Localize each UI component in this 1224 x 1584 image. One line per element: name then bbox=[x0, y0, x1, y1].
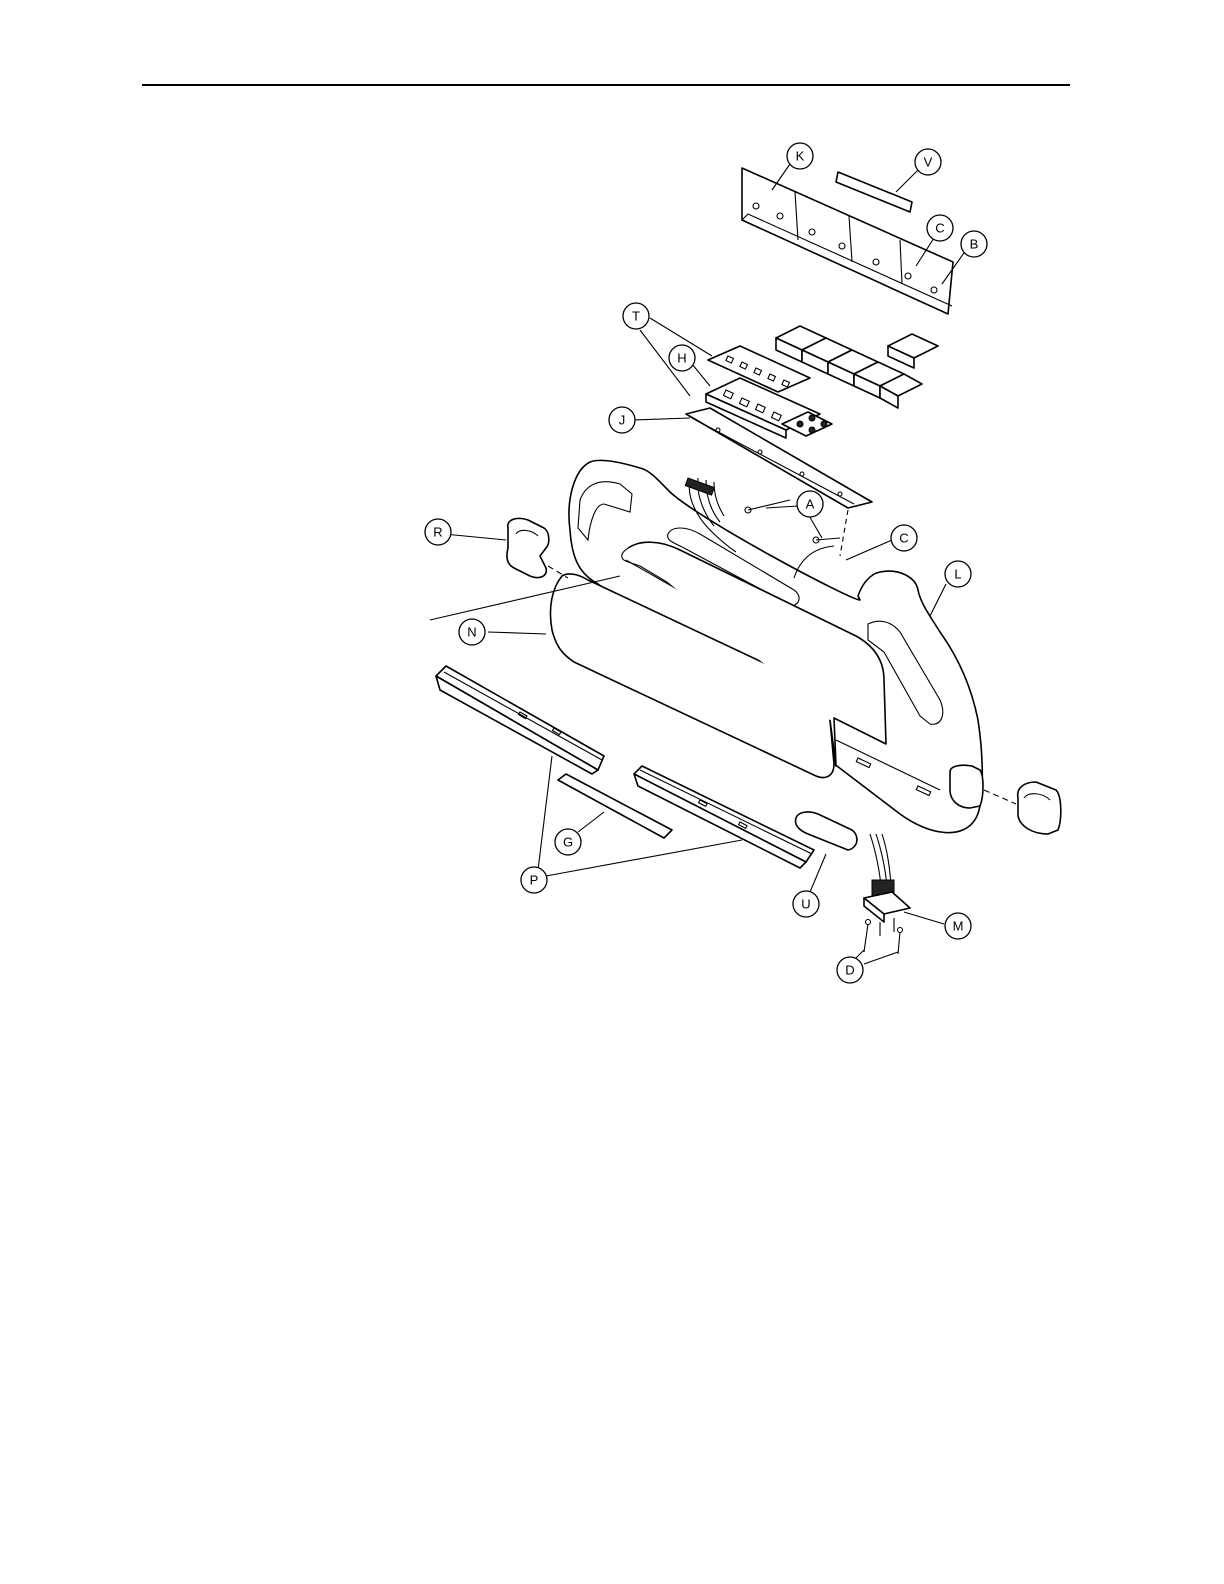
callout-d: D bbox=[837, 957, 863, 983]
callout-v-label: V bbox=[924, 155, 933, 170]
callout-t-label: T bbox=[632, 309, 640, 324]
callout-c-lower-label: C bbox=[899, 531, 908, 546]
callout-k-label: K bbox=[796, 149, 805, 164]
part-v-label-strip bbox=[836, 172, 912, 212]
callout-p-label: P bbox=[530, 873, 539, 888]
callout-u: U bbox=[793, 891, 819, 917]
callout-r: R bbox=[425, 519, 451, 545]
callout-c-upper: C bbox=[927, 215, 953, 241]
callout-v: V bbox=[915, 149, 941, 175]
callout-r-label: R bbox=[433, 525, 442, 540]
part-p-grip-left bbox=[436, 666, 604, 774]
callout-n: N bbox=[459, 619, 485, 645]
callout-l-label: L bbox=[954, 567, 961, 582]
callout-g-label: G bbox=[563, 835, 573, 850]
callout-j: J bbox=[609, 407, 635, 433]
callout-n-label: N bbox=[467, 625, 476, 640]
part-button-caps bbox=[776, 326, 938, 408]
callout-h-label: H bbox=[677, 351, 686, 366]
callout-l: L bbox=[945, 561, 971, 587]
callout-p: P bbox=[521, 867, 547, 893]
part-p-grip-right bbox=[634, 766, 814, 868]
part-r-end-cap-left bbox=[507, 518, 568, 578]
part-d-screws bbox=[864, 920, 903, 955]
callout-b-label: B bbox=[970, 237, 979, 252]
callout-b: B bbox=[961, 231, 987, 257]
callout-j-label: J bbox=[619, 413, 626, 428]
callout-a: A bbox=[797, 491, 823, 517]
callout-u-label: U bbox=[801, 897, 810, 912]
callout-d-label: D bbox=[845, 963, 854, 978]
callout-c-upper-label: C bbox=[935, 221, 944, 236]
callout-m: M bbox=[945, 913, 971, 939]
callout-k: K bbox=[787, 143, 813, 169]
part-a-screws bbox=[745, 500, 848, 556]
part-u-label-pad bbox=[796, 812, 857, 850]
callout-g: G bbox=[555, 829, 581, 855]
callout-m-label: M bbox=[953, 919, 964, 934]
callout-c-lower: C bbox=[891, 525, 917, 551]
part-k-cover bbox=[742, 168, 953, 314]
callout-h: H bbox=[669, 345, 695, 371]
part-m-connector bbox=[864, 834, 910, 936]
callout-t: T bbox=[623, 303, 649, 329]
callout-a-label: A bbox=[806, 497, 815, 512]
